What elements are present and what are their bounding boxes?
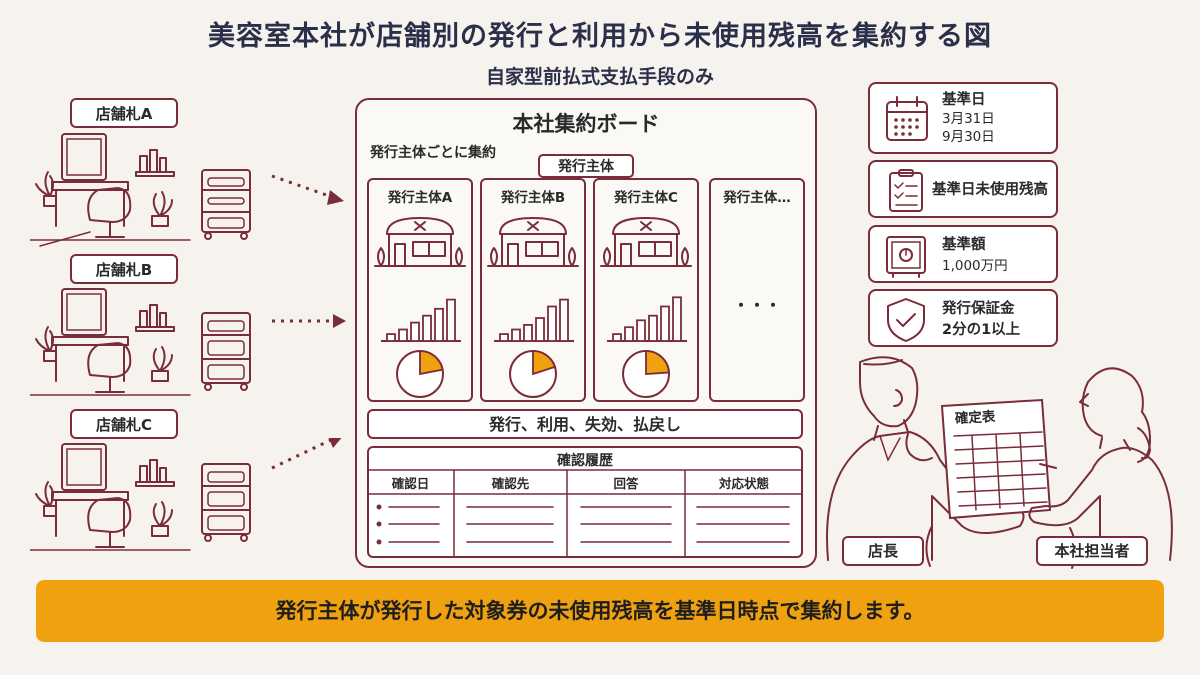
history-header-date: 確認日	[391, 476, 430, 491]
store-label-a: 店舗札A	[70, 98, 178, 128]
ellipsis: ・・・	[732, 296, 781, 315]
base-date-2: 9月30日	[942, 129, 995, 145]
plant-icon	[490, 247, 576, 267]
bar-mark	[398, 328, 408, 342]
guarantee-deposit-label: 発行保証金	[942, 301, 1015, 317]
salon-illustration-c	[30, 438, 342, 551]
bar-mark	[612, 333, 622, 342]
bar-mark	[511, 328, 521, 342]
info-card-base-date: 基準日 3月31日 9月30日	[868, 82, 1058, 154]
salon-mirror-icon	[61, 133, 107, 181]
issuer-label: 発行主体…	[723, 190, 791, 206]
base-date-1: 3月31日	[942, 111, 995, 127]
store-label-b: 店舗札B	[70, 254, 178, 284]
info-card-base-amount: 基準額 1,000万円	[868, 225, 1058, 283]
issuer-tag: 発行主体	[538, 154, 634, 178]
shop-front-icon	[374, 217, 466, 267]
guarantee-deposit-value: 2分の1以上	[942, 322, 1021, 338]
bar-mark	[422, 314, 432, 342]
confirmation-history-table	[367, 446, 803, 558]
salon-illustration-a	[30, 133, 344, 247]
bar-mark	[660, 305, 670, 342]
shop-front-icon	[487, 217, 579, 267]
page-title: 美容室本社が店舗別の発行と利用から未使用残高を集約する図	[208, 21, 992, 52]
store-manager-figure	[826, 356, 1025, 561]
issuer-visual	[600, 217, 692, 398]
salon-chair-icon	[87, 497, 132, 548]
shield-check-icon	[887, 298, 925, 342]
page-subtitle: 自家型前払式支払手段のみ	[485, 66, 714, 88]
plant-icon	[377, 247, 463, 267]
store-label-c: 店舗札C	[70, 409, 178, 439]
bar-mark	[535, 317, 545, 342]
history-header-answer: 回答	[613, 476, 639, 491]
salon-chair-icon	[87, 187, 132, 238]
salon-chair-icon	[87, 342, 132, 393]
issuer-column-b: 発行主体B	[480, 178, 586, 402]
info-card-guarantee-deposit: 発行保証金 2分の1以上	[868, 289, 1058, 347]
history-header-contact: 確認先	[491, 476, 530, 491]
plant-icon	[35, 326, 57, 362]
safe-icon	[886, 236, 926, 278]
base-amount-label: 基準額	[942, 237, 986, 253]
summary-banner: 発行主体が発行した対象券の未使用残高を基準日時点で集約します。	[36, 580, 1164, 642]
base-date-label: 基準日	[942, 92, 986, 108]
unused-balance-label: 基準日未使用残高	[932, 182, 1048, 198]
scissors-icon	[527, 221, 539, 231]
base-amount-value: 1,000万円	[942, 258, 1008, 274]
bar-mark	[636, 319, 646, 342]
issuer-column-more: 発行主体… ・・・	[709, 178, 805, 402]
board-title: 本社集約ボード	[512, 112, 660, 136]
bar-mark	[547, 305, 557, 342]
bar-mark	[624, 326, 634, 342]
hq-staff-label: 本社担当者	[1036, 536, 1148, 566]
bar-mark	[499, 333, 509, 342]
plant-icon	[35, 171, 57, 207]
issuer-column-c: 発行主体C	[593, 178, 699, 402]
bar-mark	[386, 333, 396, 342]
plant-icon	[151, 191, 173, 227]
bar-mark	[559, 298, 569, 342]
issuer-label: 発行主体C	[614, 190, 678, 206]
bar-mark	[410, 321, 420, 342]
pie-slice	[532, 350, 557, 376]
towel-cart-icon	[201, 169, 251, 240]
pie-slice	[645, 350, 670, 375]
towel-cart-icon	[201, 312, 251, 391]
issuer-label: 発行主体B	[500, 190, 566, 206]
shop-front-icon	[600, 217, 692, 267]
issuer-visual	[374, 217, 466, 398]
hq-staff-figure	[1028, 367, 1173, 561]
plant-icon	[603, 247, 689, 267]
flow-bar: 発行、利用、失効、払戻し	[367, 409, 803, 439]
bar-mark	[648, 314, 658, 342]
store-manager-label: 店長	[842, 536, 924, 566]
pie-slice	[419, 350, 444, 376]
plant-icon	[35, 481, 57, 517]
salon-mirror-icon	[61, 443, 107, 491]
issuer-visual	[487, 217, 579, 398]
towel-cart-icon	[201, 463, 251, 542]
bar-mark	[434, 307, 444, 342]
bar-mark	[672, 296, 682, 342]
board-subtitle: 発行主体ごとに集約	[370, 145, 496, 161]
scissors-icon	[414, 221, 426, 231]
history-header-status: 対応状態	[718, 476, 769, 491]
bar-mark	[446, 298, 456, 342]
scissors-icon	[640, 221, 652, 231]
salon-illustration-b	[30, 288, 346, 396]
issuer-label: 発行主体A	[387, 190, 453, 206]
salon-mirror-icon	[61, 288, 107, 336]
checklist-icon	[889, 169, 923, 212]
plant-icon	[151, 501, 173, 537]
issuer-column-a: 発行主体A	[367, 178, 473, 402]
history-title: 確認履歴	[557, 453, 613, 469]
history-grid	[367, 469, 803, 558]
calendar-icon	[886, 96, 928, 141]
bar-mark	[523, 324, 533, 342]
confirmation-table-board	[940, 398, 1052, 520]
plant-icon	[151, 346, 173, 382]
info-card-unused-balance: 基準日未使用残高	[868, 160, 1058, 218]
